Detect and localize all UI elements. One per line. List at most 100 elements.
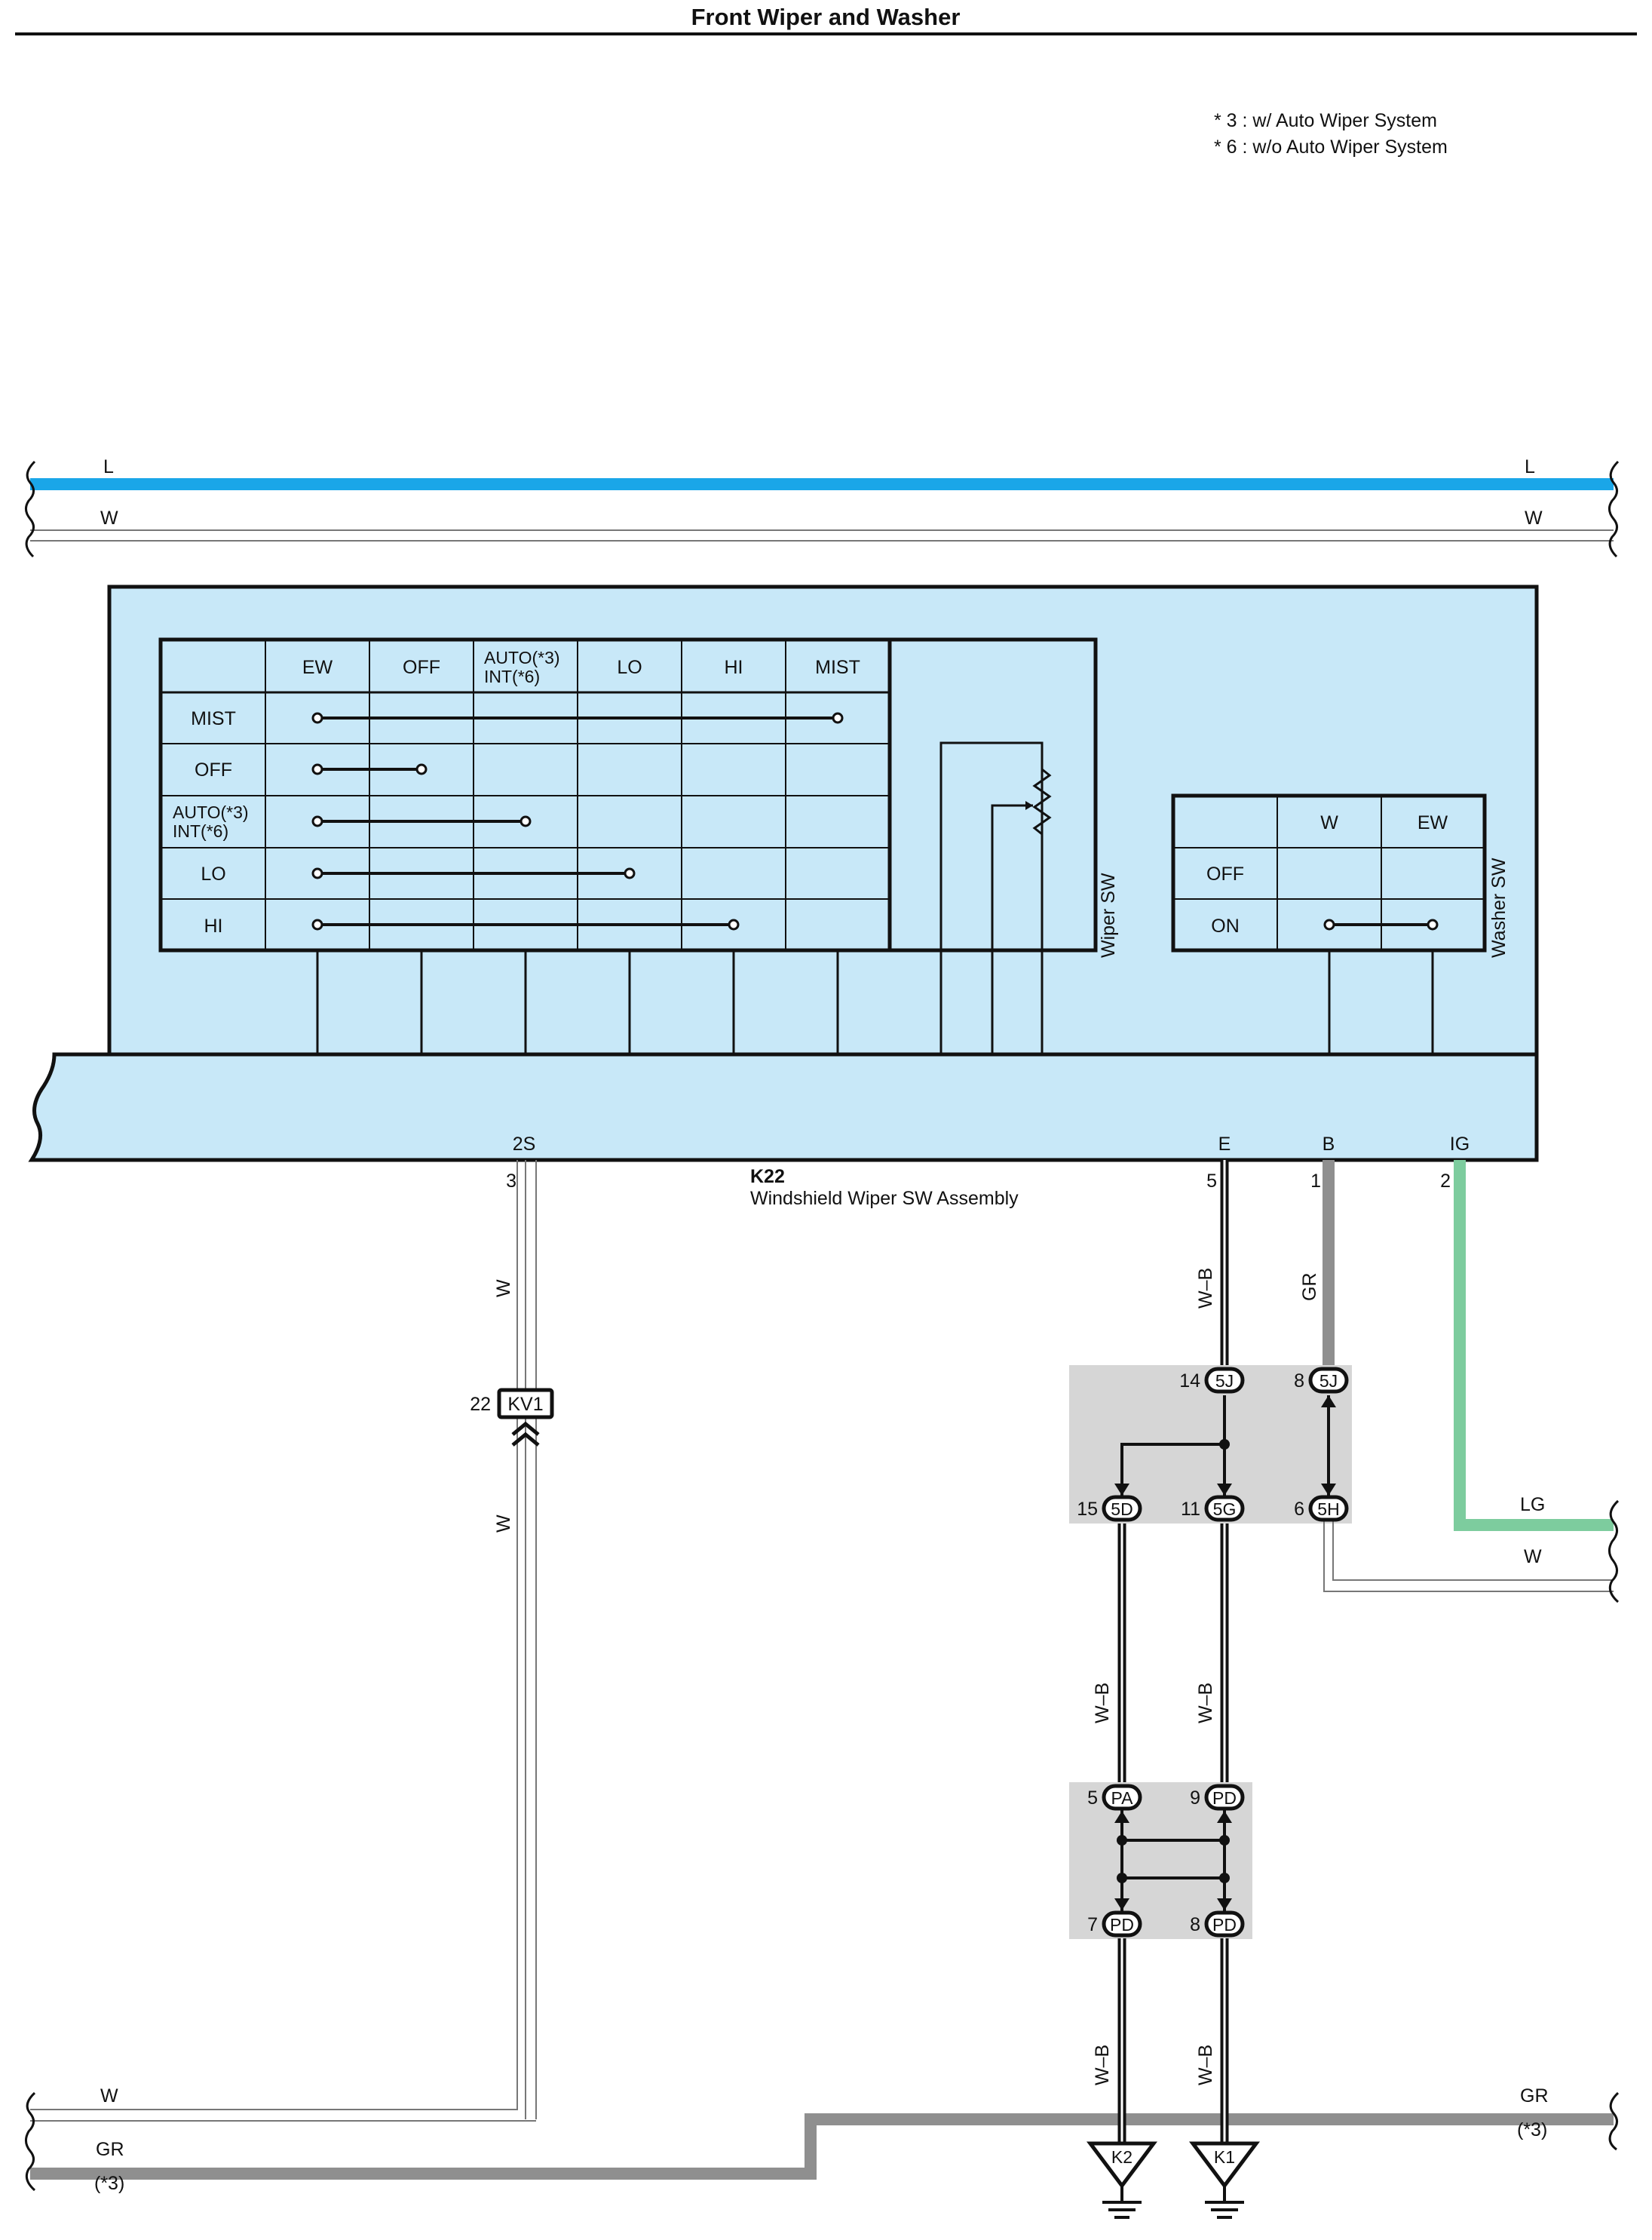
wire-label-w-left: W [100, 508, 118, 529]
conn-5h-6: 5H 6 [1294, 1495, 1349, 1522]
washer-col-ew: EW [1418, 812, 1448, 833]
switch-contact-0-1 [832, 712, 844, 724]
conn-pd-7: PD 7 [1087, 1910, 1142, 1938]
pin-e: 5 [1206, 1171, 1217, 1192]
label-w-5h: W [1524, 1546, 1542, 1567]
wires [25, 1160, 1620, 2192]
wiper-col-auto-int: AUTO(*3)INT(*6) [484, 648, 560, 686]
resistor-icon [1032, 768, 1052, 836]
svg-text:5: 5 [1087, 1787, 1098, 1809]
top-wires: L L W W [25, 456, 1620, 558]
terminal-b: B [1323, 1134, 1335, 1155]
label-star3-left: (*3) [94, 2173, 124, 2194]
svg-text:6: 6 [1294, 1499, 1304, 1520]
component-name: Windshield Wiper SW Assembly [750, 1188, 1019, 1209]
washer-row-off: OFF [1206, 864, 1244, 885]
svg-text:11: 11 [1181, 1499, 1200, 1520]
break-mark-bottom-right [1608, 2091, 1620, 2151]
switch-contact-3-1 [624, 867, 636, 879]
k22-assembly [28, 585, 1539, 1162]
resistor-loop [939, 741, 1044, 950]
assembly-body [28, 1052, 1539, 1162]
conn-pa-5: PA 5 [1087, 1784, 1142, 1811]
conn-pd-9: PD 9 [1190, 1784, 1245, 1811]
resistor-wiper-lead [991, 804, 1033, 950]
wiper-row-hi: HI [204, 916, 223, 937]
conn-pd-8: PD 8 [1190, 1910, 1245, 1938]
wiper-col-off: OFF [403, 657, 440, 678]
break-mark-right [1608, 460, 1620, 558]
wiper-col-lo: LO [617, 657, 642, 678]
washer-col-w: W [1320, 812, 1338, 833]
svg-text:5G: 5G [1213, 1499, 1237, 1519]
wire-label-l-right: L [1525, 456, 1535, 477]
svg-text:15: 15 [1077, 1499, 1098, 1520]
ground-k2-label: K2 [1111, 2147, 1132, 2167]
switch-contact-1-0 [311, 763, 323, 775]
wiper-sw-label: Wiper SW [1098, 873, 1119, 958]
svg-text:7: 7 [1087, 1914, 1098, 1935]
switch-contact-0-1 [1427, 919, 1439, 931]
label-w-upper: W [493, 1279, 514, 1297]
component-id: K22 [750, 1166, 785, 1187]
label-wb-15: W–B [1092, 1683, 1113, 1723]
ground-k1: K1 [1189, 2141, 1260, 2219]
svg-text:5H: 5H [1317, 1499, 1339, 1519]
label-wb-e: W–B [1195, 1268, 1216, 1309]
wiper-col-mist: MIST [815, 657, 860, 678]
switch-contact-4-0 [311, 919, 323, 931]
label-wb-11: W–B [1195, 1683, 1216, 1723]
terminals: 2S E B IG 3 5 1 2 [506, 1134, 1470, 1192]
terminal-e: E [1218, 1134, 1231, 1155]
conn-5g-11: 5G 11 [1181, 1495, 1245, 1522]
note-no-auto-wiper: * 6 : w/o Auto Wiper System [1214, 137, 1448, 158]
ground-k1-label: K1 [1214, 2147, 1235, 2167]
washer-sw-label: Washer SW [1488, 858, 1509, 958]
kv1-name: KV1 [507, 1394, 543, 1415]
terminal-ig: IG [1450, 1134, 1470, 1155]
junction-connectors: 5J 14 5J 8 5D 15 5G 11 5H 6 PA 5 PD 9 PD… [1077, 1367, 1349, 1938]
svg-text:8: 8 [1294, 1370, 1304, 1392]
wiper-row-lo: LO [201, 864, 225, 885]
washer-sw-table: W EW OFF ON Washer SW [1171, 793, 1509, 1054]
label-w-bottom: W [100, 2085, 118, 2107]
page-title: Front Wiper and Washer [691, 4, 961, 30]
switch-contact-0-0 [311, 712, 323, 724]
terminal-2s: 2S [513, 1134, 536, 1155]
svg-text:PD: PD [1212, 1915, 1237, 1935]
switch-contact-0-0 [1323, 919, 1335, 931]
switch-contact-2-0 [311, 815, 323, 827]
wiper-row-mist: MIST [191, 708, 236, 729]
label-gr-b: GR [1299, 1273, 1320, 1302]
conn-5j-8: 5J 8 [1294, 1367, 1349, 1394]
break-mark-left [25, 460, 36, 558]
pin-2s: 3 [506, 1171, 516, 1192]
wiper-row-off: OFF [195, 759, 232, 781]
svg-text:5J: 5J [1215, 1371, 1234, 1391]
label-gr-right: GR [1520, 2085, 1549, 2107]
wiper-sw-pin-legs [316, 950, 1044, 1054]
connector-kv1: KV1 22 [470, 1388, 554, 1447]
switch-contact-3-0 [311, 867, 323, 879]
svg-text:14: 14 [1179, 1370, 1200, 1392]
switch-contact-1-1 [415, 763, 428, 775]
svg-text:9: 9 [1190, 1787, 1200, 1809]
switch-contact-2-1 [520, 815, 532, 827]
pin-ig: 2 [1440, 1171, 1451, 1192]
note-auto-wiper: * 3 : w/ Auto Wiper System [1214, 110, 1437, 131]
wiper-sw-connections [311, 712, 844, 931]
wire-label-w-right: W [1525, 508, 1543, 529]
conn-5d-15: 5D 15 [1077, 1495, 1142, 1522]
washer-sw-connections [1323, 919, 1439, 931]
break-mark-mid-right [1608, 1499, 1620, 1603]
kv1-pin: 22 [470, 1394, 491, 1415]
svg-text:5J: 5J [1319, 1371, 1338, 1391]
ground-k2: K2 [1087, 2141, 1157, 2219]
conn-5j-14: 5J 14 [1179, 1367, 1245, 1394]
label-wb-k2: W–B [1092, 2045, 1113, 2085]
label-lg: LG [1520, 1494, 1545, 1515]
break-mark-bottom-left [25, 2091, 36, 2192]
svg-text:PD: PD [1110, 1915, 1134, 1935]
wire-labels: W W W–B GR W–B W–B W–B W–B LG W W GR (*3… [94, 1268, 1549, 2194]
